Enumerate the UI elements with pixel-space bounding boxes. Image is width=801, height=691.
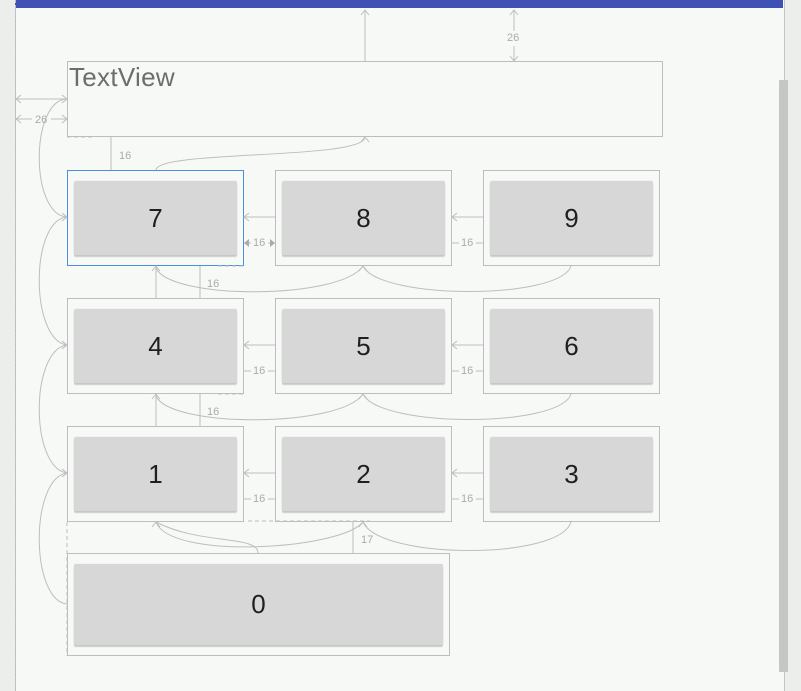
button-3[interactable]: 3	[490, 437, 653, 511]
button-0[interactable]: 0	[74, 564, 443, 645]
dimension-gap-4-5: 16	[253, 365, 266, 377]
button-6[interactable]: 6	[490, 309, 653, 383]
vertical-scrollbar[interactable]	[779, 80, 788, 672]
dimension-gap-8-9: 16	[461, 237, 474, 249]
button-5-container[interactable]: 5	[275, 298, 452, 394]
button-2-container[interactable]: 2	[275, 426, 452, 522]
button-4-container[interactable]: 4	[67, 298, 244, 394]
parent-left-guide	[15, 0, 16, 691]
textview-widget[interactable]: TextView	[67, 61, 663, 137]
dimension-gap-1-2: 16	[253, 493, 266, 505]
textview-label: TextView	[69, 62, 175, 92]
button-1[interactable]: 1	[74, 437, 237, 511]
button-0-container[interactable]: 0	[67, 553, 450, 656]
dimension-gap-7-8: 16	[253, 237, 266, 249]
dimension-gap-5-6: 16	[461, 365, 474, 377]
button-8-container[interactable]: 8	[275, 170, 452, 266]
button-6-container[interactable]: 6	[483, 298, 660, 394]
dimension-top-margin: 26	[507, 32, 520, 44]
button-2[interactable]: 2	[282, 437, 445, 511]
dimension-bottom-gap: 17	[361, 534, 374, 546]
dimension-textview-gap: 16	[119, 150, 132, 162]
dimension-left-margin: 26	[35, 114, 48, 126]
dimension-row1-gap: 16	[207, 278, 220, 290]
app-bar-preview	[15, 0, 783, 8]
button-7-container[interactable]: 7	[67, 170, 244, 266]
dimension-row2-gap: 16	[207, 406, 220, 418]
button-1-container[interactable]: 1	[67, 426, 244, 522]
button-3-container[interactable]: 3	[483, 426, 660, 522]
button-4[interactable]: 4	[74, 309, 237, 383]
dimension-gap-2-3: 16	[461, 493, 474, 505]
button-8[interactable]: 8	[282, 181, 445, 255]
button-7[interactable]: 7	[74, 181, 237, 255]
button-9[interactable]: 9	[490, 181, 653, 255]
button-9-container[interactable]: 9	[483, 170, 660, 266]
button-5[interactable]: 5	[282, 309, 445, 383]
